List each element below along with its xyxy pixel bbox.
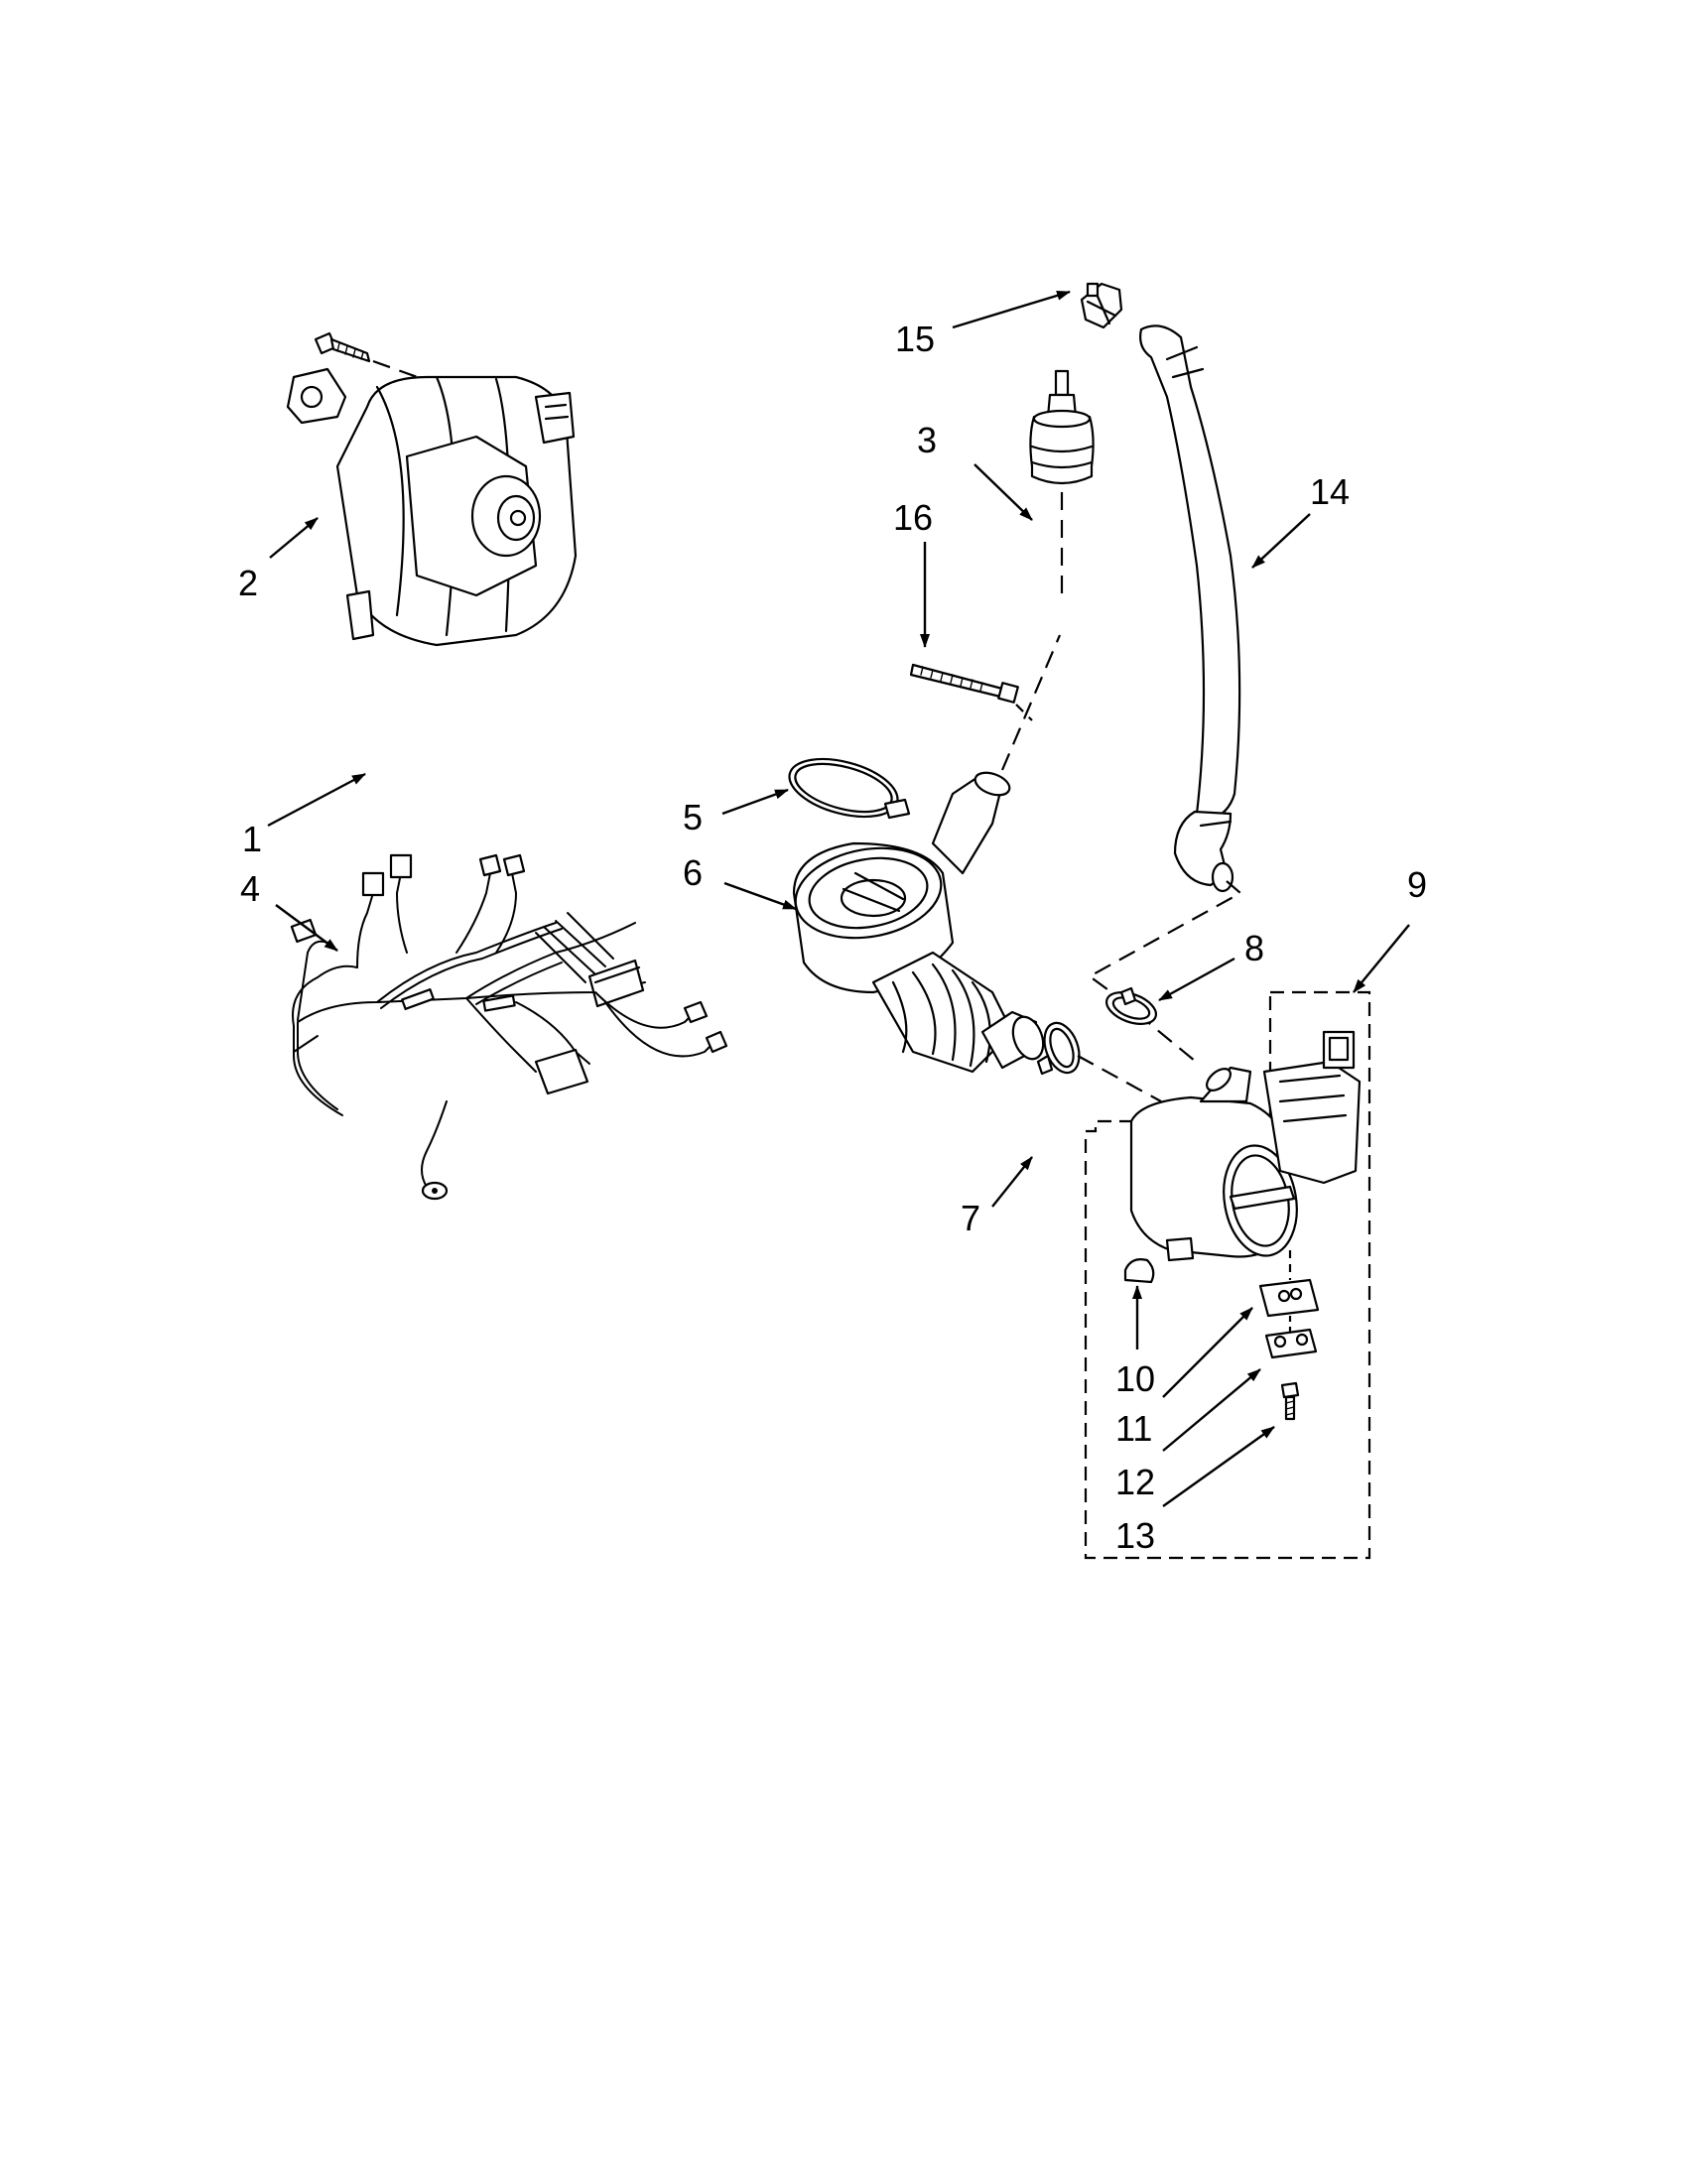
leader-9: [1353, 924, 1410, 993]
leader-14: [1251, 513, 1311, 569]
callout-15: 15: [895, 319, 935, 359]
part-5-clamp: [788, 757, 911, 820]
callout-5: 5: [683, 797, 703, 837]
part-12-bracket: [1264, 1328, 1318, 1359]
leader-13: [1162, 1426, 1275, 1507]
leader-11: [1162, 1307, 1253, 1398]
callout-labels: 1 2 3 4 5 6 7 8 9 10 11 12 13 14 15 16: [238, 319, 1427, 1556]
part-4-wire-harness: [290, 853, 728, 1201]
callout-13: 13: [1115, 1515, 1155, 1556]
callout-6: 6: [683, 852, 703, 893]
leader-7: [991, 1156, 1033, 1208]
part-16-cable-tie: [909, 663, 1033, 721]
leader-5: [721, 788, 789, 816]
leader-6: [723, 881, 797, 911]
leader-8: [1158, 957, 1235, 1002]
callout-10: 10: [1115, 1358, 1155, 1399]
part-10-gasket: [1123, 1258, 1155, 1284]
leader-3: [974, 463, 1033, 521]
callout-12: 12: [1115, 1462, 1155, 1502]
part-14-drain-hose: [1087, 324, 1242, 1067]
callout-11: 11: [1115, 1408, 1152, 1449]
part-1-motor: [286, 367, 578, 647]
callout-7: 7: [961, 1198, 980, 1238]
leader-2: [269, 517, 319, 559]
part-15-clip: [1080, 282, 1123, 329]
leader-15: [952, 290, 1071, 329]
part-9-drain-pump: [1084, 990, 1371, 1560]
leader-12: [1162, 1368, 1261, 1452]
callout-9: 9: [1407, 864, 1427, 905]
callout-4: 4: [240, 868, 260, 909]
callout-2: 2: [238, 563, 258, 603]
part-3-fitting: [1029, 369, 1095, 595]
callout-1: 1: [242, 819, 262, 859]
callout-8: 8: [1244, 928, 1264, 968]
part-8-clamp: [1105, 986, 1157, 1025]
part-13-screw: [1280, 1381, 1300, 1399]
callout-14: 14: [1310, 471, 1350, 512]
callout-3: 3: [917, 420, 937, 460]
leader-arrows: [267, 290, 1410, 1507]
leader-1: [267, 772, 366, 828]
callout-16: 16: [893, 497, 933, 538]
leader-4: [275, 904, 338, 952]
part-6-sump-hose: [792, 634, 1062, 1074]
part-7-clamp: [1036, 1021, 1162, 1102]
